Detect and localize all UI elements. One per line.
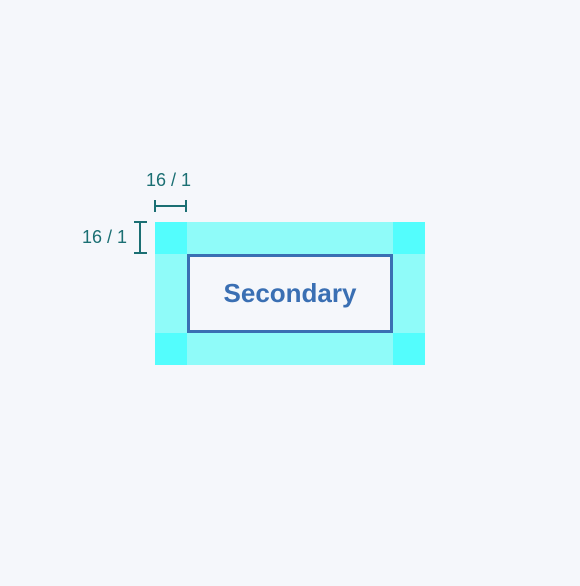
vertical-dimension-bracket <box>134 221 147 254</box>
vertical-spacing-label: 16 / 1 <box>82 227 128 247</box>
secondary-button-label: Secondary <box>223 278 357 308</box>
corner-marker-bottom-right <box>393 333 425 365</box>
horizontal-dimension-bracket <box>154 200 187 212</box>
horizontal-spacing-label: 16 / 1 <box>146 170 192 190</box>
secondary-button[interactable]: Secondary <box>187 254 393 333</box>
corner-marker-bottom-left <box>155 333 187 365</box>
corner-marker-top-right <box>393 222 425 254</box>
corner-marker-top-left <box>155 222 187 254</box>
